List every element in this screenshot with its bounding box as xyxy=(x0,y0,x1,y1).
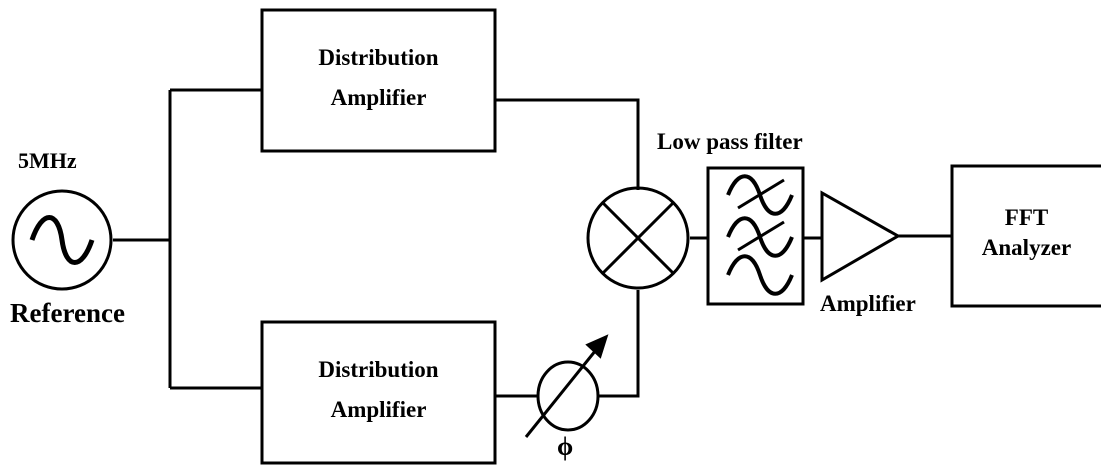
dist-amp-top-label-line1: Distribution xyxy=(318,45,439,70)
dist-amp-top-box xyxy=(260,8,497,153)
wire-top-amp-to-mixer xyxy=(495,98,640,190)
source-name-label: Reference xyxy=(10,298,125,328)
dist-amp-bottom-label-line2: Amplifier xyxy=(330,397,427,422)
wires xyxy=(113,88,952,398)
phase-symbol-label: ϕ xyxy=(557,432,574,461)
mixer-icon xyxy=(586,186,690,290)
fft-analyzer-box xyxy=(950,164,1101,308)
phase-shifter-icon xyxy=(524,334,609,438)
dist-amp-top-label-line2: Amplifier xyxy=(330,85,427,110)
fft-analyzer-label-line1: FFT xyxy=(1004,205,1049,230)
low-pass-filter-label: Low pass filter xyxy=(657,129,803,154)
sine-source-icon xyxy=(11,189,113,291)
low-pass-filter-icon xyxy=(706,166,805,306)
dist-amp-bottom-box xyxy=(260,320,497,465)
amplifier-label: Amplifier xyxy=(820,291,916,316)
amplifier-triangle-icon xyxy=(820,190,902,283)
source-frequency-label: 5MHz xyxy=(18,148,77,173)
dist-amp-bottom-label-line1: Distribution xyxy=(318,357,439,382)
wire-phase-to-mixer xyxy=(598,290,640,398)
fft-analyzer-label-line2: Analyzer xyxy=(981,235,1072,260)
